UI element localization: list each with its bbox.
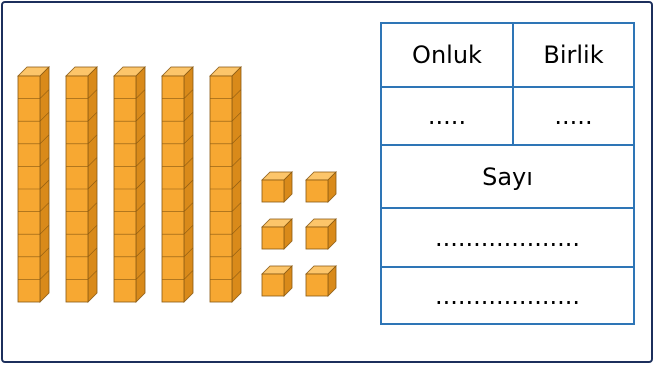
ones-header: Birlik <box>543 41 604 69</box>
ones-cube <box>261 171 293 203</box>
cube-divider <box>135 224 146 235</box>
cube-divider <box>39 247 50 258</box>
cube-divider <box>135 247 146 258</box>
cube-divider <box>87 270 98 280</box>
cube-divider <box>183 270 194 280</box>
cube-divider <box>231 89 242 99</box>
cube-divider <box>87 179 98 190</box>
cube-divider <box>87 157 98 167</box>
cube-divider <box>183 89 194 99</box>
number-label: Sayı <box>482 162 533 191</box>
cube-divider <box>87 111 98 122</box>
cube-divider <box>39 157 50 167</box>
ones-cube <box>261 265 293 297</box>
cube-divider <box>87 247 98 258</box>
cube-divider <box>87 134 98 145</box>
cube-divider <box>135 134 146 145</box>
cube-divider <box>183 224 194 235</box>
cube-divider <box>39 224 50 235</box>
cube-front-face <box>305 226 329 250</box>
cube-divider <box>183 247 194 258</box>
cube-divider <box>39 179 50 190</box>
ones-cubes-group <box>261 171 337 297</box>
cube-divider <box>231 111 242 122</box>
cube-divider <box>231 224 242 235</box>
cube-front-face <box>261 273 285 297</box>
cube-divider <box>87 89 98 99</box>
cube-divider <box>183 179 194 190</box>
cube-divider <box>231 202 242 212</box>
ones-blank[interactable]: ..... <box>554 102 593 130</box>
cube-divider <box>39 89 50 99</box>
cube-divider <box>39 202 50 212</box>
cube-divider <box>135 111 146 122</box>
cube-divider <box>183 134 194 145</box>
cube-divider <box>231 247 242 258</box>
cube-divider <box>231 179 242 190</box>
cube-divider <box>183 157 194 167</box>
header-row: Onluk Birlik <box>382 24 633 88</box>
answer-blank-2[interactable]: ................... <box>435 281 580 310</box>
ones-cube <box>305 265 337 297</box>
tens-blank[interactable]: ..... <box>382 88 514 144</box>
digits-row: ..... ..... <box>382 88 633 146</box>
cube-front-face <box>261 179 285 203</box>
tens-rod <box>209 66 242 303</box>
cube-divider <box>39 134 50 145</box>
cube-divider <box>231 134 242 145</box>
cube-divider <box>39 270 50 280</box>
tens-rod <box>17 66 50 303</box>
number-label-row: Sayı <box>382 146 633 209</box>
cube-divider <box>135 89 146 99</box>
answer-row-2: ................... <box>382 268 633 323</box>
cube-divider <box>135 202 146 212</box>
cube-divider <box>135 270 146 280</box>
ones-cube <box>261 218 293 250</box>
cube-divider <box>183 202 194 212</box>
ones-cube <box>305 171 337 203</box>
tens-header: Onluk <box>382 24 514 86</box>
cube-front-face <box>305 179 329 203</box>
tens-rods-group <box>17 66 242 303</box>
tens-rod <box>113 66 146 303</box>
cube-divider <box>135 157 146 167</box>
cube-divider <box>87 202 98 212</box>
ones-cube <box>305 218 337 250</box>
cube-divider <box>231 157 242 167</box>
answer-blank-1[interactable]: ................... <box>435 223 580 252</box>
base-ten-blocks <box>17 66 337 303</box>
answer-row-1: ................... <box>382 209 633 268</box>
cube-divider <box>183 111 194 122</box>
tens-rod <box>65 66 98 303</box>
cube-front-face <box>305 273 329 297</box>
tens-rod <box>161 66 194 303</box>
cube-divider <box>135 179 146 190</box>
cube-divider <box>39 111 50 122</box>
cube-front-face <box>261 226 285 250</box>
place-value-table: Onluk Birlik ..... ..... Sayı ..........… <box>380 22 635 325</box>
cube-divider <box>87 224 98 235</box>
cube-divider <box>231 270 242 280</box>
